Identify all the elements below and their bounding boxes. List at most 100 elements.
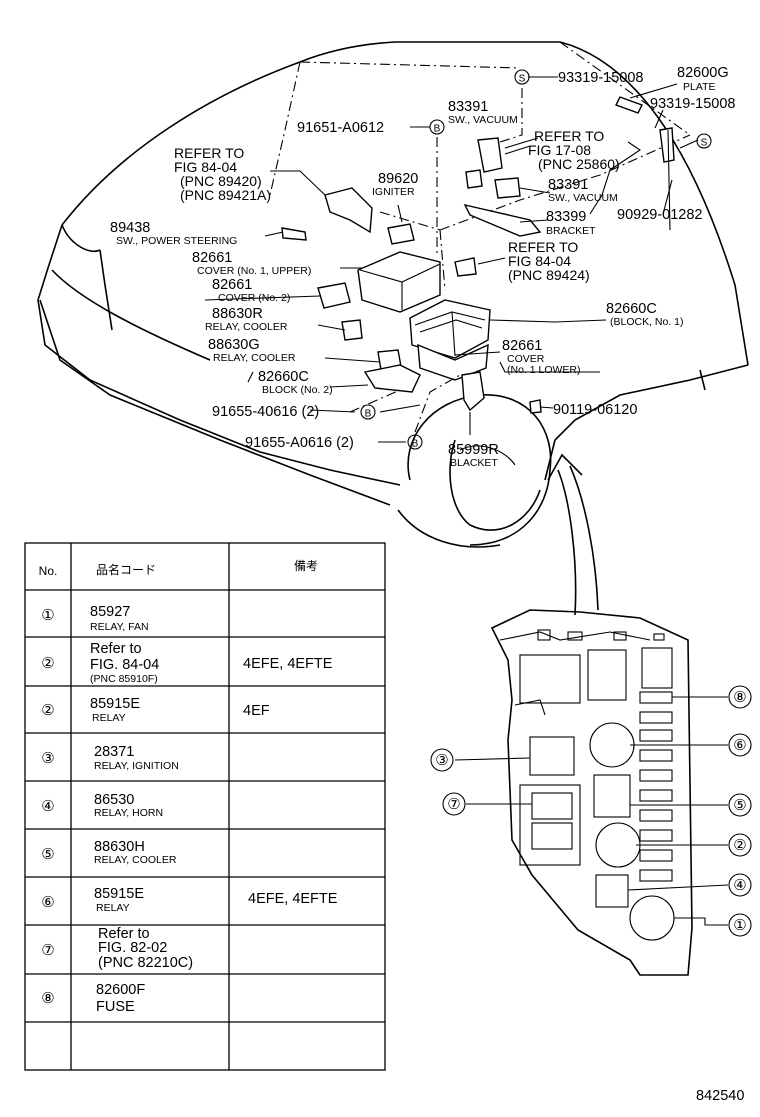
relay-block-layout: ⑧ ⑥ ③ ⑦ ⑤ ② ④ ① [430, 609, 752, 976]
diagram-id: 842540 [696, 1088, 744, 1104]
part-number: 89438 [110, 220, 150, 236]
part-number: 93319-15008 [558, 70, 643, 86]
part-desc: (No. 1 LOWER) [507, 364, 581, 376]
row-number: ⑥ [41, 894, 54, 911]
parts-drawings [281, 96, 675, 414]
view-arrow [547, 453, 599, 616]
vacuum-switch-2 [494, 177, 521, 199]
remark: 4EFE, 4EFTE [243, 656, 333, 672]
part-code: 85927 [90, 604, 130, 620]
part-code: 82600F [96, 982, 145, 998]
part-number: 88630G [208, 337, 260, 353]
marker-3: ③ [435, 752, 448, 769]
block-no2 [363, 364, 421, 393]
part-code: 86530 [94, 792, 134, 808]
part-number: 93319-15008 [650, 96, 735, 112]
remark: 4EF [243, 703, 270, 719]
reference-text: FIG 17-08 [528, 142, 591, 158]
symbol-s: S [519, 74, 526, 85]
reference-text: REFER TO [174, 145, 244, 161]
cover-no2 [317, 282, 351, 309]
part-desc: RELAY, COOLER [205, 321, 288, 333]
symbol-markers: S S B B B [360, 69, 712, 450]
part-sub: RELAY [96, 902, 130, 914]
bracket-83399 [463, 203, 542, 237]
row-number: ② [41, 655, 54, 672]
part-code: 88630H [94, 839, 145, 855]
parts-table: No. 品名コード 備考 ① 85927 RELAY, FAN ② Refer … [24, 542, 386, 1071]
relay-88630r [341, 319, 363, 341]
part-number: 88630R [212, 306, 263, 322]
symbol-b: B [434, 124, 441, 135]
cover-upper [357, 251, 441, 313]
part-desc: COVER (No. 2) [218, 292, 290, 304]
part-desc: IGNITER [372, 186, 415, 198]
row-number: ① [41, 607, 54, 624]
plate-part [615, 96, 643, 114]
table-header: No. [39, 564, 58, 578]
marker-8: ⑧ [733, 689, 746, 706]
part-desc: SW., VACUUM [448, 114, 518, 126]
reference-text: FIG 84-04 [508, 253, 571, 269]
part-desc: BLACKET [450, 457, 498, 469]
table-header: 備考 [294, 558, 318, 573]
part-number: 82661 [192, 250, 232, 266]
marker-1: ① [733, 917, 746, 934]
callout-labels: 93319-15008 82600G PLATE 93319-15008 916… [110, 65, 735, 469]
row-number: ⑦ [41, 942, 54, 959]
part-number: 91651-A0612 [297, 120, 384, 136]
part-code: Refer to [98, 926, 150, 942]
part-desc: COVER [507, 353, 545, 365]
part-code: (PNC 82210C) [98, 955, 193, 971]
igniter [387, 223, 415, 245]
reference-text: (PNC 89420) [180, 173, 262, 189]
part-sub: (PNC 85910F) [90, 673, 158, 685]
part-number: 89620 [378, 171, 418, 187]
part-desc: RELAY, COOLER [213, 352, 296, 364]
symbol-b: B [412, 439, 419, 450]
part-number: 83391 [448, 99, 488, 115]
part-number: 82661 [212, 277, 252, 293]
row-number: ⑧ [41, 990, 54, 1007]
car-body-outline [37, 41, 749, 548]
vacuum-switch-1 [477, 137, 503, 173]
reference-text: REFER TO [508, 239, 578, 255]
marker-6: ⑥ [733, 737, 746, 754]
row-number: ② [41, 702, 54, 719]
reference-text: (PNC 89421A) [180, 187, 271, 203]
part-code: Refer to [90, 641, 142, 657]
table-header: 品名コード [96, 562, 156, 577]
part-number: 82660C [258, 369, 309, 385]
part-code: FIG. 82-02 [98, 940, 167, 956]
row-number: ④ [41, 798, 54, 815]
part-desc: COVER (No. 1, UPPER) [197, 265, 311, 277]
marker-7: ⑦ [447, 796, 460, 813]
part-number: 82660C [606, 301, 657, 317]
part-number: 90929-01282 [617, 207, 702, 223]
reference-text: REFER TO [534, 128, 604, 144]
row-number: ③ [41, 750, 54, 767]
marker-4: ④ [733, 877, 746, 894]
marker-2: ② [733, 837, 746, 854]
part-number: 90119-06120 [553, 402, 637, 418]
part-desc: PLATE [683, 81, 715, 93]
part-desc: SW., POWER STEERING [116, 235, 237, 247]
part-number: 85999R [448, 442, 499, 458]
part-desc: SW., VACUUM [548, 192, 618, 204]
part-sub: RELAY [92, 712, 126, 724]
blacket-85999r [461, 371, 485, 412]
row-number: ⑤ [41, 846, 54, 863]
part-sub: RELAY, HORN [94, 807, 163, 819]
symbol-b: B [365, 409, 372, 420]
part-desc: BRACKET [546, 225, 596, 237]
part-sub: RELAY, COOLER [94, 854, 177, 866]
connector-89420 [324, 187, 373, 234]
remark: 4EFE, 4EFTE [248, 891, 338, 907]
screw-90119 [529, 399, 542, 414]
reference-text: (PNC 25860) [538, 156, 620, 172]
part-code: 85915E [90, 696, 140, 712]
marker-5: ⑤ [733, 797, 746, 814]
bracket-90929 [659, 127, 675, 163]
